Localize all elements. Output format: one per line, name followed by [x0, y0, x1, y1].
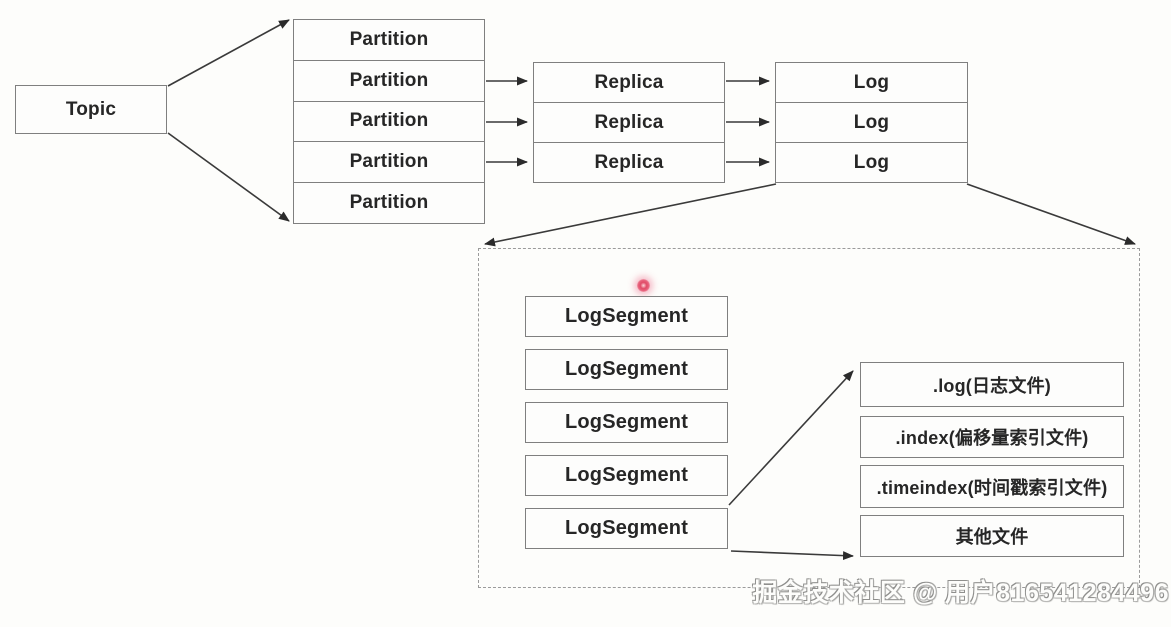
log-box: Log [776, 142, 967, 182]
log-detail-dashed-container [478, 248, 1140, 588]
replica-box: Replica [534, 102, 724, 142]
log-stack: Log Log Log [775, 62, 968, 183]
arrow-topic-to-partition-bottom [167, 132, 290, 222]
log-segment-box: LogSegment [525, 296, 728, 337]
log-file-box: .log(日志文件) [860, 362, 1124, 407]
partition-box: Partition [349, 28, 429, 50]
index-file-box: .index(偏移量索引文件) [860, 416, 1124, 458]
watermark: 掘金技术社区 @ 用户816541284496 [752, 579, 1169, 607]
arrow-topic-to-partition-top [167, 19, 290, 87]
partition-box: Partition [294, 182, 484, 223]
log-segment-box: LogSegment [525, 349, 728, 390]
log-box: Log [853, 71, 890, 93]
arrow-log-to-dashed-right [966, 183, 1136, 245]
partition-box: Partition [294, 59, 484, 101]
arrow-log-to-dashed-left [484, 183, 777, 247]
replica-box: Replica [534, 142, 724, 182]
log-box: Log [776, 102, 967, 142]
topic-box: Topic [15, 85, 167, 134]
laser-pointer-dot [637, 279, 650, 292]
partition-box: Partition [294, 100, 484, 142]
other-files-box: 其他文件 [860, 515, 1124, 557]
replica-stack: Replica Replica Replica [533, 62, 725, 183]
timeindex-file-box: .timeindex(时间戳索引文件) [860, 465, 1124, 508]
log-segment-box: LogSegment [525, 508, 728, 549]
replica-box: Replica [594, 71, 664, 93]
partition-stack: Partition Partition Partition Partition … [293, 19, 485, 224]
log-segment-box: LogSegment [525, 402, 728, 443]
partition-box: Partition [294, 141, 484, 182]
log-segment-box: LogSegment [525, 455, 728, 496]
